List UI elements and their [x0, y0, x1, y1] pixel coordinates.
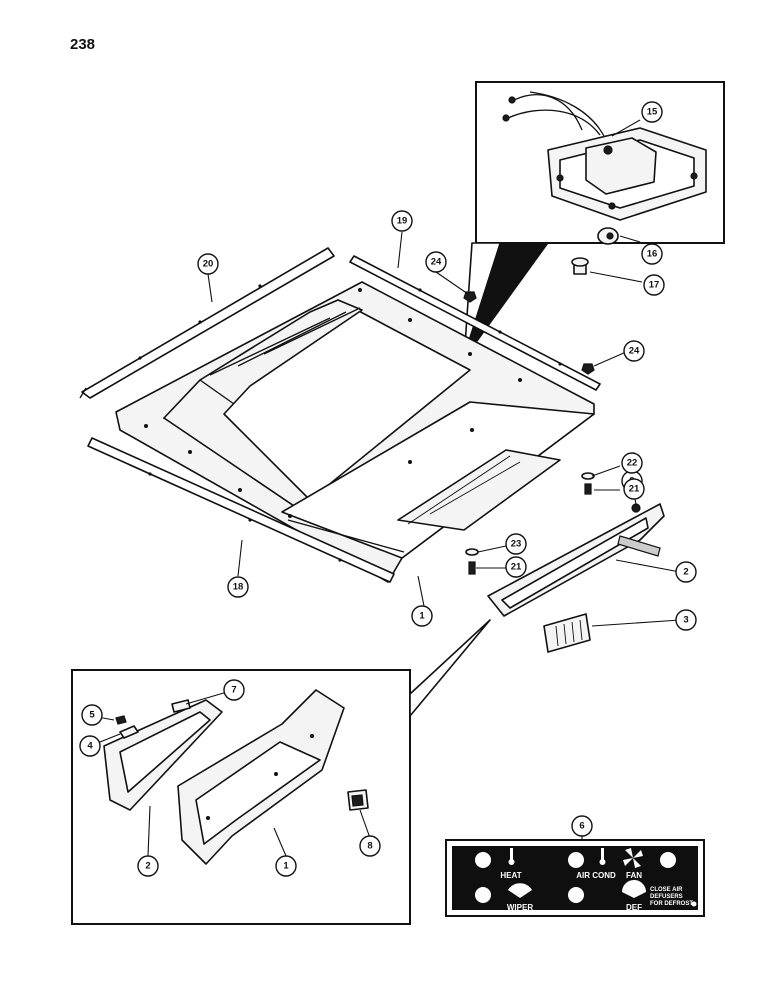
callout-1-roof: 1 [411, 605, 433, 627]
svg-text:16: 16 [647, 249, 658, 260]
callout-4-clip: 4 [79, 735, 101, 757]
heat-label: HEAT [500, 871, 521, 880]
svg-text:22: 22 [627, 458, 638, 469]
wiper-knob-hole [475, 887, 491, 903]
dome-light-inset [461, 81, 725, 363]
control-panel-decal: HEAT AIR COND FAN WIPER DEF CLOSE AIR DE… [445, 839, 705, 917]
air-cond-label: AIR COND [576, 871, 616, 880]
svg-text:19: 19 [397, 216, 408, 227]
heat-thermometer-icon [508, 848, 515, 865]
svg-text:24: 24 [431, 257, 442, 268]
close-air-label-line3: FOR DEFROST [650, 901, 693, 907]
svg-text:4: 4 [87, 741, 93, 752]
svg-text:2: 2 [145, 861, 150, 872]
callout-20-side-rail: 20 [197, 253, 219, 275]
close-air-label-line2: DEFUSERS [650, 894, 683, 900]
svg-text:3: 3 [683, 615, 688, 626]
bezel-detail-inset [71, 619, 491, 925]
air-cond-thermometer-icon [599, 848, 606, 865]
defrost-icon [622, 880, 646, 898]
def-label: DEF [626, 903, 642, 912]
fan-icon [623, 848, 643, 868]
svg-text:5: 5 [89, 710, 95, 721]
close-air-label-line1: CLOSE AIR [650, 887, 683, 893]
svg-text:24: 24 [629, 346, 640, 357]
svg-text:21: 21 [629, 484, 640, 495]
callout-15-dome-light: 15 [641, 101, 663, 123]
callout-23-washer: 23 [505, 533, 527, 555]
callout-6-control-panel: 6 [571, 815, 593, 837]
callout-17-screw: 17 [643, 274, 665, 296]
air-cond-knob-hole [568, 852, 584, 868]
callout-3-register: 3 [675, 609, 697, 631]
def-knob-hole [568, 887, 584, 903]
svg-text:18: 18 [233, 582, 244, 593]
svg-text:20: 20 [203, 259, 214, 270]
callout-24-nut-upper: 24 [425, 251, 447, 273]
svg-text:17: 17 [649, 280, 660, 291]
svg-text:15: 15 [647, 107, 658, 118]
callout-7-screw: 7 [223, 679, 245, 701]
callout-18-front-rail: 18 [227, 576, 249, 598]
callout-21-lower: 21 [505, 556, 527, 578]
fan-label: FAN [626, 871, 642, 880]
callout-21-upper: 21 [623, 478, 645, 500]
callout-1-inset-duct: 1 [275, 855, 297, 877]
roof-panel-assembly [79, 247, 665, 653]
wiper-icon [508, 883, 532, 898]
svg-text:1: 1 [419, 611, 425, 622]
svg-text:1: 1 [283, 861, 289, 872]
heat-knob-hole [475, 852, 491, 868]
callout-2-bezel: 2 [675, 561, 697, 583]
svg-text:2: 2 [683, 567, 688, 578]
svg-text:6: 6 [579, 821, 584, 832]
svg-text:23: 23 [511, 539, 522, 550]
svg-text:21: 21 [511, 562, 522, 573]
page-number: 238 [70, 36, 96, 53]
svg-text:8: 8 [367, 841, 372, 852]
svg-text:7: 7 [231, 685, 236, 696]
callout-5-nut: 5 [81, 704, 103, 726]
fan-knob-hole [660, 852, 676, 868]
wiper-label: WIPER [507, 903, 533, 912]
callout-24-nut-lower: 24 [623, 340, 645, 362]
callout-2-inset-bezel: 2 [137, 855, 159, 877]
callout-19-side-rail: 19 [391, 210, 413, 232]
callout-16-bulb: 16 [641, 243, 663, 265]
callout-8-clip: 8 [359, 835, 381, 857]
callout-22-washer: 22 [621, 452, 643, 474]
